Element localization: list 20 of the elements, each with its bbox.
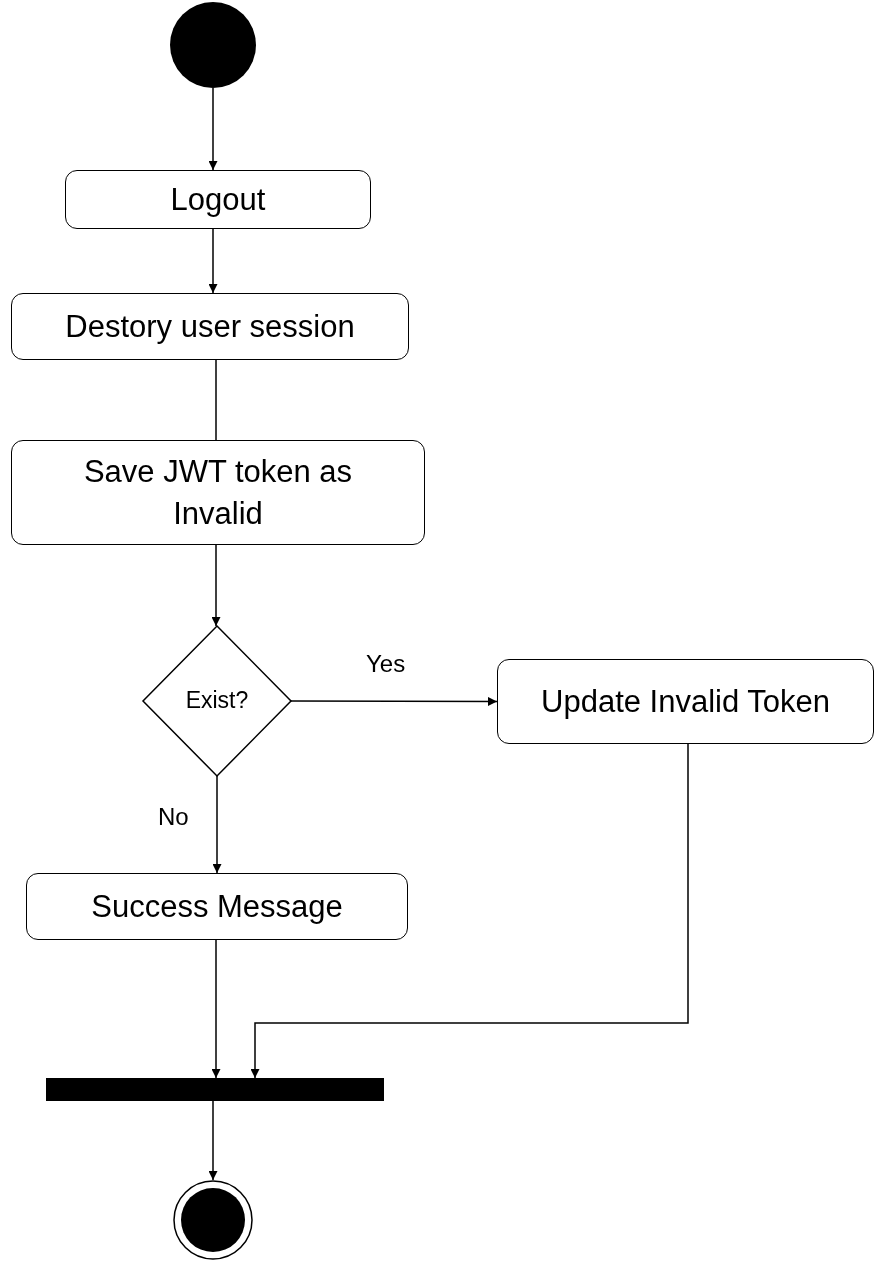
- arrow: [208, 87, 218, 171]
- activity-box: [11, 440, 425, 545]
- arrow: [208, 228, 218, 294]
- activity-text: Logout: [169, 180, 267, 219]
- arrow: [211, 544, 221, 627]
- activity-box: [11, 293, 409, 360]
- activity-text: Destory user session: [64, 307, 356, 346]
- activity-text: Success Message: [90, 887, 344, 926]
- arrow: [211, 939, 221, 1079]
- join-bar: [46, 1078, 384, 1101]
- activity-text: Save JWT token as Invalid: [82, 452, 354, 533]
- activity-box: [497, 659, 874, 744]
- arrow: [208, 1100, 218, 1181]
- decision-text: Exist?: [184, 686, 250, 716]
- arrow: [212, 775, 222, 874]
- activity-box: [65, 170, 371, 229]
- activity-box: [26, 873, 408, 940]
- arrow: [250, 743, 689, 1079]
- arrow: [290, 697, 498, 706]
- activity-text: Update Invalid Token: [540, 682, 831, 721]
